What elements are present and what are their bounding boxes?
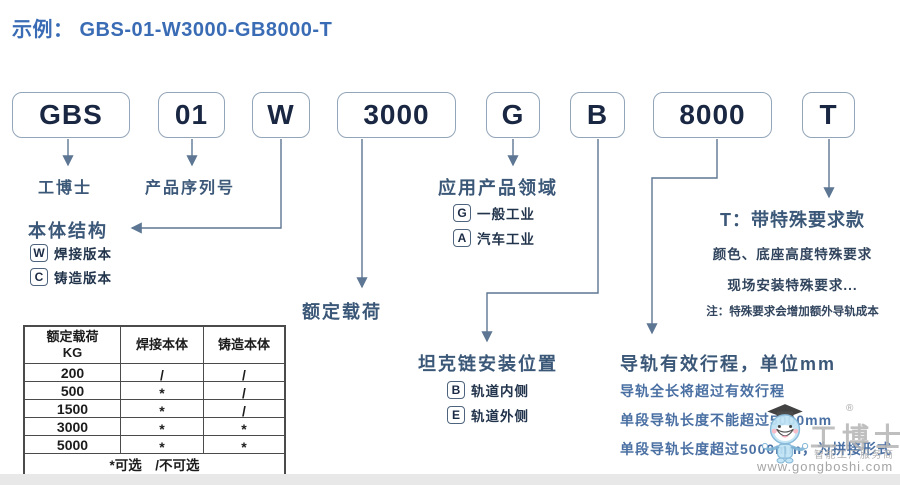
chip-g: G [453,204,471,222]
structure-option-w-label: 焊接版本 [54,247,112,262]
tank-chain-option-b-label: 轨道内侧 [471,384,529,399]
rail-stroke-note-1: 导轨全长将超过有效行程 [620,383,785,399]
load-table: 额定载荷 KG 焊接本体 铸造本体 200 / / 500 * / 1500 *… [23,325,286,476]
cell-3000-cast: * [203,417,286,437]
structure-title: 本体结构 [28,221,108,241]
cell-load-500: 500 [23,381,121,400]
tank-chain-title: 坦克链安装位置 [418,354,558,374]
table-footer-row: *可选 /不可选 [23,453,286,476]
serial-label: 产品序列号 [145,180,236,197]
application-title: 应用产品领域 [438,178,558,198]
cell-load-200: 200 [23,363,121,382]
special-block: T：带特殊要求款 颜色、底座高度特殊要求 现场安装特殊要求... 注：特殊要求会… [690,206,895,319]
table-header-load-line1: 额定载荷 [46,328,99,344]
special-note-1: 颜色、底座高度特殊要求 [712,247,873,262]
mascot-logo-icon [761,404,809,464]
code-box-b: B [570,92,625,138]
special-note-2: 现场安装特殊要求... [727,278,858,293]
cell-1500-welded: * [120,399,204,419]
cell-5000-cast: * [203,435,286,455]
code-box-01: 01 [158,92,225,138]
cell-200-welded: / [120,363,204,383]
cell-load-5000: 5000 [23,435,121,454]
rail-stroke-title: 导轨有效行程，单位mm [620,354,837,374]
cell-500-welded: * [120,381,204,401]
table-header-welded: 焊接本体 [120,325,204,364]
rail-stroke-note-3: 单段导轨长度超过5000mm，为拼接形式 [620,441,893,457]
table-row: 5000 * * [23,435,286,455]
tank-chain-option-e: E 轨道外侧 [447,405,529,425]
cell-load-1500: 1500 [23,399,121,418]
cell-500-cast: / [203,381,286,401]
code-box-8000: 8000 [653,92,772,138]
table-header-cast: 铸造本体 [203,325,286,364]
table-legend: *可选 /不可选 [23,453,286,476]
cell-1500-cast: / [203,399,286,419]
page-title: 示例：GBS-01-W3000-GB8000-T [12,13,332,42]
special-title: T：带特殊要求款 [720,210,865,230]
code-box-g: G [486,92,540,138]
application-option-g-label: 一般工业 [477,207,535,222]
tank-chain-option-b: B 轨道内侧 [447,380,529,400]
table-row: 1500 * / [23,399,286,419]
chip-b: B [447,381,465,399]
application-option-g: G 一般工业 [453,203,535,223]
table-header-load-line2: KG [62,345,83,360]
rated-load-label: 额定载荷 [302,302,382,322]
structure-option-c: C 铸造版本 [30,267,112,287]
table-row: 200 / / [23,363,286,383]
code-box-w: W [252,92,310,138]
title-code: GBS-01-W3000-GB8000-T [79,19,333,41]
table-header-row: 额定载荷 KG 焊接本体 铸造本体 [23,325,286,364]
structure-option-w: W 焊接版本 [30,243,112,263]
structure-option-c-label: 铸造版本 [54,271,112,286]
cell-load-3000: 3000 [23,417,121,436]
chip-e: E [447,406,465,424]
registered-mark: ® [846,403,854,414]
application-option-a-label: 汽车工业 [477,232,535,247]
cell-5000-welded: * [120,435,204,455]
bottom-strip [0,474,900,485]
code-box-gbs: GBS [12,92,130,138]
table-header-load: 额定载荷 KG [23,325,121,364]
special-footnote: 注：特殊要求会增加额外导轨成本 [706,306,879,318]
watermark-brand: 工博士 [810,423,900,454]
tank-chain-option-e-label: 轨道外侧 [471,409,529,424]
title-prefix: 示例： [12,19,74,41]
cell-3000-welded: * [120,417,204,437]
watermark-url: www.gongboshi.com [757,459,894,474]
application-option-a: A 汽车工业 [453,228,535,248]
table-row: 500 * / [23,381,286,401]
chip-a: A [453,229,471,247]
cell-200-cast: / [203,363,286,383]
chip-c: C [30,268,48,286]
code-box-t: T [802,92,855,138]
code-box-3000: 3000 [337,92,456,138]
watermark-tagline: 智能工厂服务商 [814,450,895,461]
brand-label: 工博士 [38,180,93,197]
table-row: 3000 * * [23,417,286,437]
chip-w: W [30,244,48,262]
